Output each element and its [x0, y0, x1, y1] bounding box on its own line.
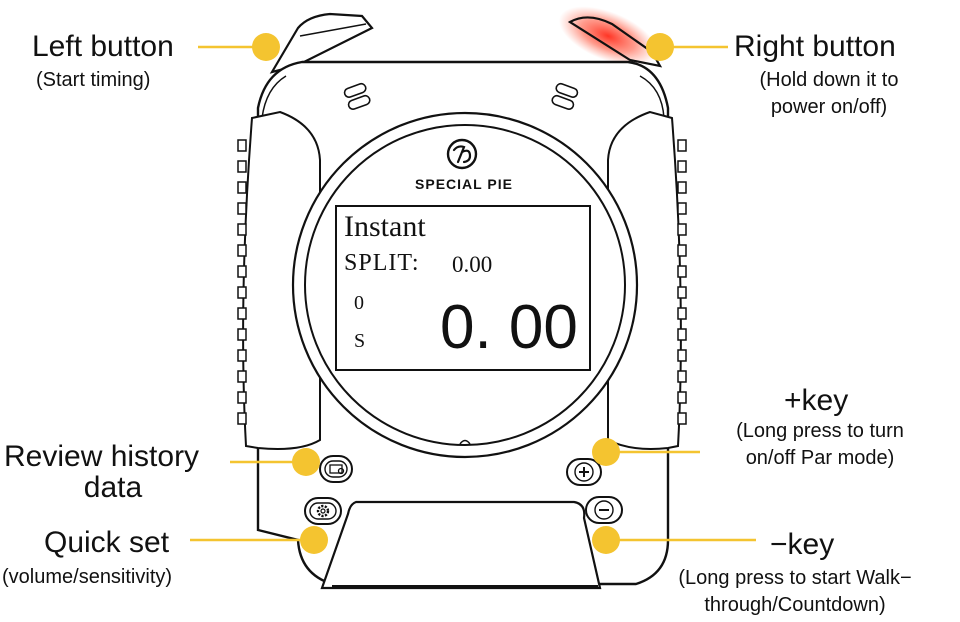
lcd-split-label: SPLIT:: [344, 250, 420, 276]
right-grip-teeth: [677, 139, 687, 425]
review-history-label-line2: data: [83, 471, 143, 504]
lcd-screen: [335, 205, 591, 371]
review-history-label-line1: Review history: [4, 440, 200, 473]
left-vent: [343, 82, 371, 110]
grip-tooth: [677, 370, 687, 383]
grip-tooth: [237, 265, 247, 278]
review-history-icon: [329, 464, 345, 475]
right-button[interactable]: [567, 16, 663, 68]
plus-key-desc-line2: on/off Par mode): [745, 447, 895, 469]
grip-tooth: [237, 139, 247, 152]
lcd-shot-count: 0: [354, 292, 364, 314]
quick-set-label: Quick set: [44, 526, 170, 559]
lcd-split-value: 0.00: [452, 252, 493, 277]
minus-key-label: −key: [770, 528, 835, 561]
quick-set-marker: [300, 526, 328, 554]
grip-tooth: [237, 160, 247, 173]
right-button-marker: [646, 33, 674, 61]
lcd-mode: Instant: [344, 210, 426, 243]
grip-tooth: [677, 202, 687, 215]
plus-icon: [579, 467, 589, 477]
grip-tooth: [677, 139, 687, 152]
lcd-unit: S: [354, 330, 366, 352]
grip-tooth: [237, 391, 247, 404]
grip-tooth: [677, 181, 687, 194]
grip-tooth: [677, 160, 687, 173]
grip-tooth: [677, 349, 687, 362]
review-history-marker: [292, 448, 320, 476]
grip-tooth: [677, 265, 687, 278]
grip-tooth: [677, 223, 687, 236]
plus-key-desc-line1: (Long press to turn: [736, 420, 904, 442]
grip-tooth: [677, 391, 687, 404]
brand-logo-icon: [446, 138, 478, 170]
right-grip: [607, 110, 682, 450]
grip-tooth: [677, 328, 687, 341]
grip-tooth: [237, 328, 247, 341]
lcd-time: 0. 00: [440, 293, 578, 362]
brand-name: SPECIAL PIE: [415, 176, 513, 192]
left-grip-teeth: [237, 139, 247, 425]
power-glow: [558, 6, 658, 66]
grip-tooth: [237, 286, 247, 299]
grip-tooth: [237, 202, 247, 215]
quick-set-desc: (volume/sensitivity): [2, 566, 173, 588]
grip-tooth: [677, 244, 687, 257]
grip-tooth: [237, 307, 247, 320]
bottom-stand: [320, 500, 602, 590]
review-history-button[interactable]: [319, 455, 353, 483]
right-button-label: Right button: [734, 30, 896, 63]
minus-key-desc-line2: through/Countdown): [704, 594, 886, 616]
grip-tooth: [237, 412, 247, 425]
right-button-desc-line2: power on/off): [770, 96, 888, 118]
right-button-desc-line1: (Hold down it to: [759, 69, 899, 91]
grip-tooth: [237, 181, 247, 194]
plus-key-label: +key: [784, 384, 849, 417]
grip-tooth: [677, 307, 687, 320]
plus-key-marker: [592, 438, 620, 466]
gear-icon: [316, 504, 330, 518]
grip-tooth: [237, 349, 247, 362]
grip-tooth: [237, 223, 247, 236]
minus-key-desc-line1: (Long press to start Walk−: [678, 567, 912, 589]
left-button-marker: [252, 33, 280, 61]
left-button[interactable]: [269, 12, 374, 74]
grip-tooth: [677, 412, 687, 425]
grip-tooth: [237, 370, 247, 383]
left-button-label: Left button: [32, 30, 174, 63]
minus-key-marker: [592, 526, 620, 554]
grip-tooth: [237, 244, 247, 257]
right-vent: [551, 82, 579, 110]
left-button-desc: (Start timing): [36, 69, 151, 91]
left-grip: [242, 110, 321, 450]
grip-tooth: [677, 286, 687, 299]
quick-set-button[interactable]: [304, 497, 342, 525]
